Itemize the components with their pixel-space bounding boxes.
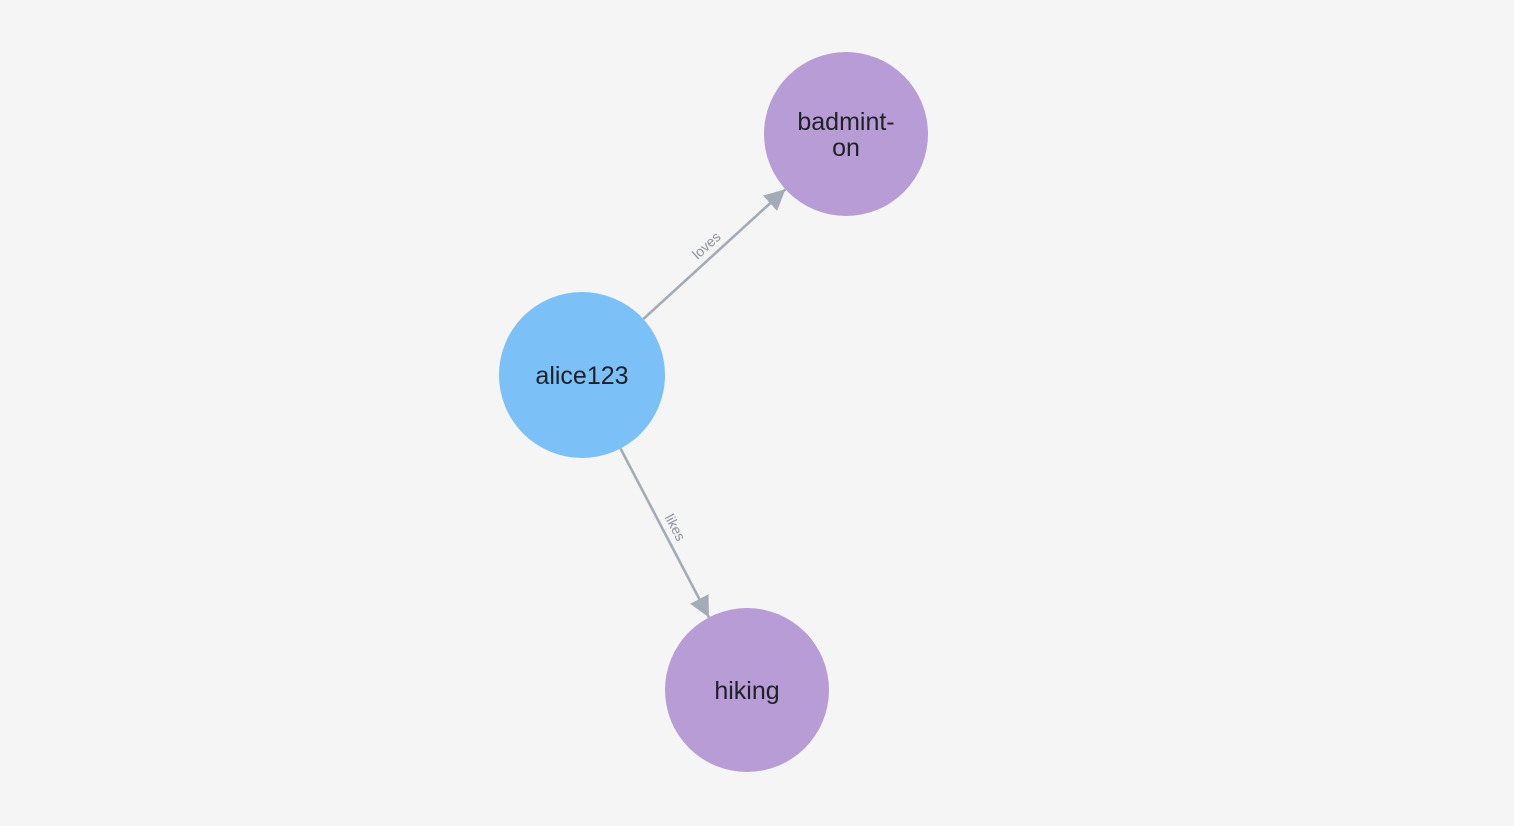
node-label: alice123	[535, 362, 628, 390]
edge-line[interactable]	[619, 447, 711, 618]
node-label: badmint-on	[797, 108, 894, 162]
graph-node-hiking[interactable]: hiking	[665, 608, 829, 772]
graph-node-alice123[interactable]: alice123	[499, 292, 665, 458]
edge-label: loves	[689, 228, 724, 262]
graph-edge-alice123-likes-hiking[interactable]: likes	[619, 447, 711, 618]
node-label: hiking	[714, 677, 779, 705]
edge-label: likes	[662, 511, 689, 543]
node-circle[interactable]	[665, 608, 829, 772]
graph-node-badminton[interactable]: badmint-on	[764, 52, 928, 216]
graph-edge-alice123-loves-badminton[interactable]: loves	[642, 188, 787, 321]
edge-line[interactable]	[642, 188, 787, 321]
node-circle[interactable]	[764, 52, 928, 216]
node-circle[interactable]	[499, 292, 665, 458]
